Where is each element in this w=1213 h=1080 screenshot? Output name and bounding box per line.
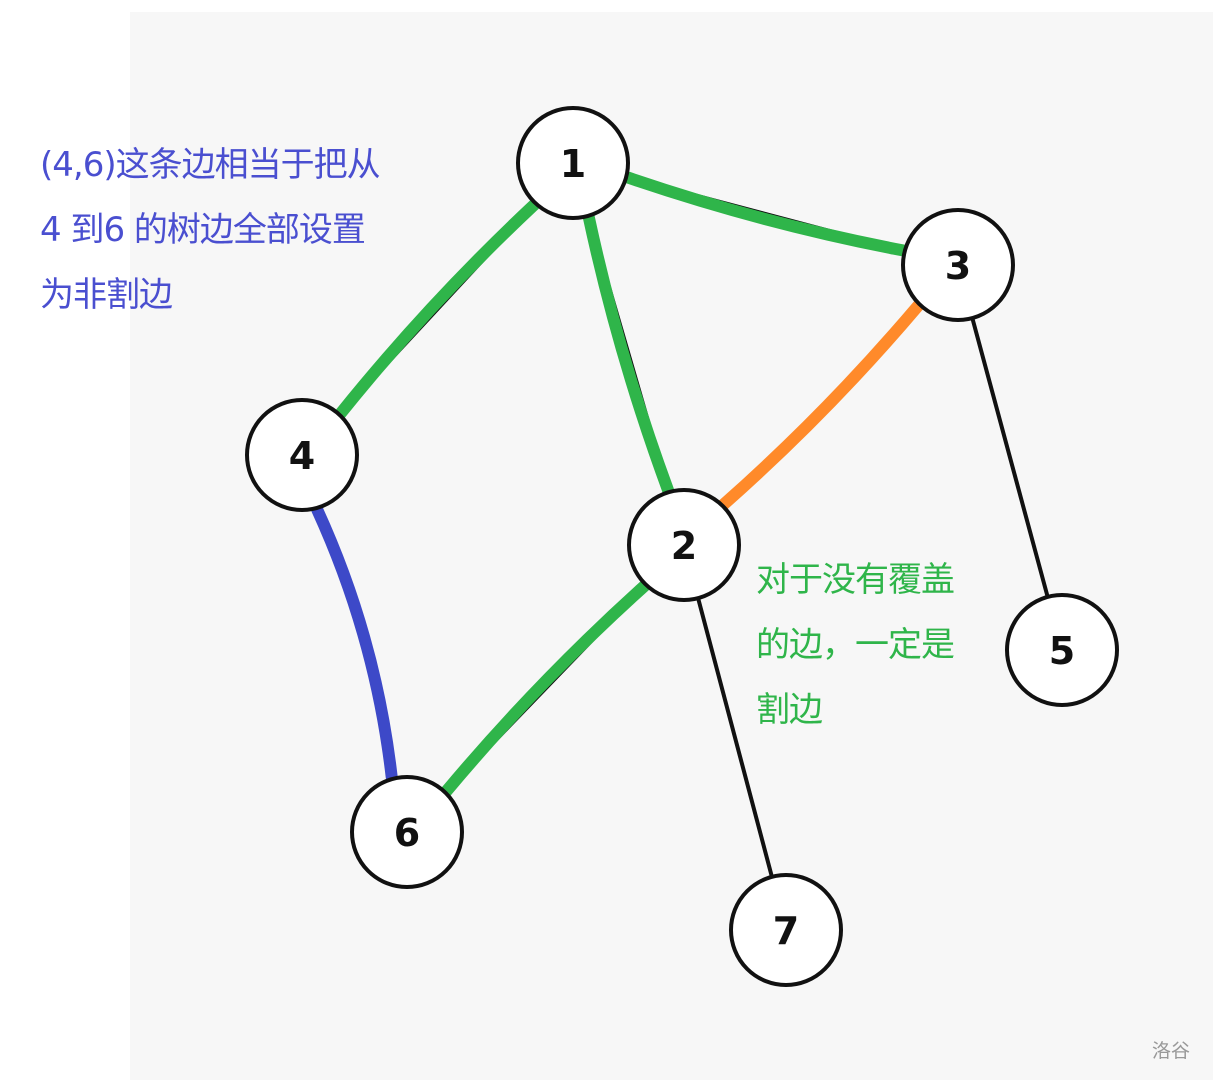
node-7-label: 7 (773, 909, 799, 953)
blue-annotation-line: 为非割边 (40, 275, 173, 315)
node-7 (729, 873, 843, 987)
green-annotation-line: 对于没有覆盖 (756, 560, 955, 600)
green-annotation-line: 的边，一定是 (756, 625, 955, 665)
green-annotation: 对于没有覆盖 的边，一定是 割边 (756, 548, 955, 743)
node-3 (901, 208, 1015, 322)
blue-annotation-line: (4,6)这条边相当于把从 (40, 145, 381, 185)
highlighted-edge-1-3 (622, 171, 909, 257)
tree-edge-2-7 (696, 597, 774, 878)
highlighted-edge-2-3 (717, 299, 925, 511)
highlighted-edge-2-6 (440, 580, 651, 797)
node-3-label: 3 (945, 244, 971, 288)
node-2-label: 2 (671, 524, 697, 568)
node-4-label: 4 (289, 434, 315, 478)
blue-annotation-line: 4 到6 的树边全部设置 (40, 210, 366, 250)
node-4 (245, 398, 359, 512)
green-annotation-line: 割边 (756, 690, 823, 730)
node-5 (1005, 593, 1119, 707)
node-1-label: 1 (560, 142, 586, 186)
highlighted-edge-4-6 (311, 503, 398, 784)
node-6-label: 6 (394, 811, 420, 855)
highlighted-edge-1-4 (334, 198, 541, 420)
node-6 (350, 775, 464, 889)
node-1 (516, 106, 630, 220)
node-2 (627, 488, 741, 602)
watermark: 洛谷 (1152, 1040, 1191, 1062)
tree-edge-3-5 (970, 317, 1050, 598)
blue-annotation: (4,6)这条边相当于把从 4 到6 的树边全部设置 为非割边 (40, 133, 381, 328)
highlighted-edge-1-2 (582, 211, 675, 497)
node-5-label: 5 (1049, 629, 1075, 673)
